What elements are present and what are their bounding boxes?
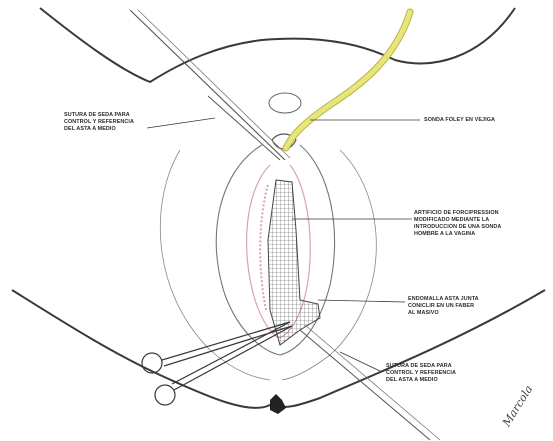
thigh-outline-top <box>40 8 515 82</box>
leader-mesh <box>318 300 405 302</box>
label-suture-bottom: SUTURA DE SEDA PARA CONTROL Y REFERENCIA… <box>386 363 456 384</box>
label-mesh: ENDOMALLA ASTA JUNTA CONICLIR EN UN FABE… <box>408 296 479 317</box>
clitoral-hood <box>269 93 301 113</box>
leader-suture-top <box>147 118 215 128</box>
guide-rod-upper <box>130 10 285 160</box>
label-foley-catheter: SONDA FOLEY EN VEJIGA <box>424 117 495 124</box>
label-suture-top: SUTURA DE SEDA PARA CONTROL Y REFERENCIA… <box>64 112 134 133</box>
forceps <box>142 322 292 405</box>
guide-rod-upper-2 <box>138 10 290 158</box>
vaginal-tissue <box>260 185 268 310</box>
buttock-left-outline <box>160 150 270 380</box>
foley-catheter-fill <box>286 12 410 148</box>
label-compression-device: ARTIFICIO DE FORCIPRESSION MODIFICADO ME… <box>414 210 501 238</box>
guide-rod-lower <box>300 330 430 440</box>
anus <box>270 394 286 414</box>
